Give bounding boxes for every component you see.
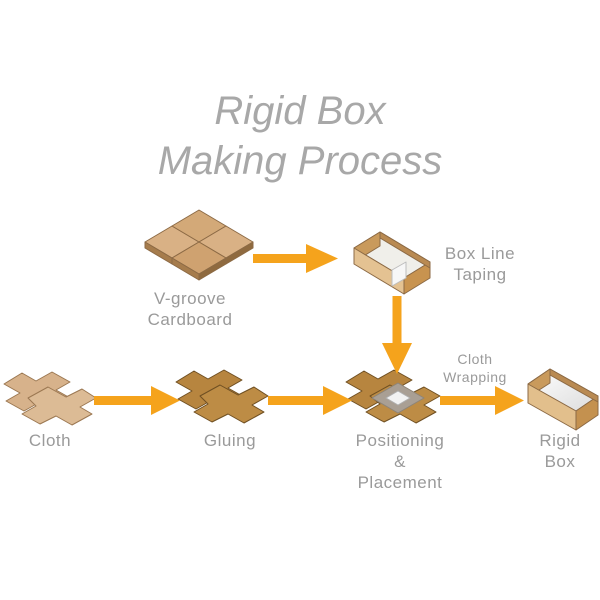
rigid-box-label-line-2: Box — [544, 452, 576, 471]
positioning-label: Positioning & Placement — [335, 430, 465, 493]
cloth-label: Cloth — [10, 430, 90, 451]
cloth-label-line-1: Cloth — [28, 431, 72, 450]
wrapping-label-line-1: Cloth — [457, 351, 493, 367]
rigid-box-label-line-1: Rigid — [539, 431, 581, 450]
positioned-board-icon — [345, 369, 441, 424]
vgroove-label-line-2: Cardboard — [147, 310, 233, 329]
arrow-cloth-to-gluing — [94, 386, 180, 415]
vgroove-label-line-1: V-groove — [153, 289, 227, 308]
wrapping-label: Cloth Wrapping — [432, 350, 518, 386]
arrow-positioning-to-rigid-box — [440, 386, 524, 415]
taping-label-line-1: Box Line — [444, 244, 516, 263]
taping-label-line-2: Taping — [453, 265, 507, 284]
arrow-vgroove-to-taping — [253, 244, 338, 273]
taping-label: Box Line Taping — [430, 243, 530, 285]
positioning-label-line-1: Positioning — [355, 431, 445, 450]
positioning-label-line-2: & — [394, 452, 406, 471]
rigid-box-label: Rigid Box — [525, 430, 595, 472]
arrow-gluing-to-positioning — [268, 386, 352, 415]
diagram-title-line-2: Making Process — [157, 139, 443, 183]
taped-box-icon — [353, 231, 431, 295]
vgroove-cardboard-icon — [144, 209, 254, 281]
gluing-label-line-1: Gluing — [203, 431, 257, 450]
wrapping-label-line-2: Wrapping — [443, 369, 507, 385]
rigid-box-icon — [527, 368, 599, 431]
glued-cloth-icon — [175, 369, 269, 424]
gluing-label: Gluing — [190, 430, 270, 451]
cloth-icon — [3, 371, 97, 426]
positioning-label-line-3: Placement — [357, 473, 443, 492]
arrow-taping-to-positioning — [382, 296, 412, 374]
vgroove-label: V-groove Cardboard — [130, 288, 250, 330]
diagram-title-line-1: Rigid Box — [214, 89, 386, 133]
